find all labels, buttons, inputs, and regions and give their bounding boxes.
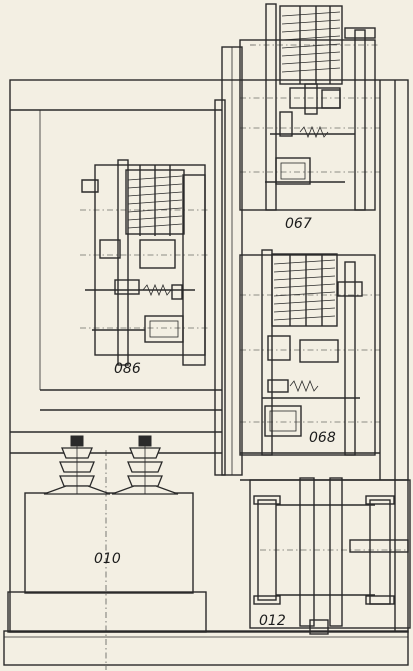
label-unit-068: 068 <box>309 430 336 446</box>
relay-unit-068 <box>239 249 380 456</box>
relay-unit-067 <box>239 3 380 211</box>
base-plate <box>3 630 409 666</box>
contactor-unit-012 <box>249 477 411 635</box>
transformer-unit-010 <box>7 435 207 670</box>
label-unit-086: 086 <box>114 361 141 377</box>
insulator-left <box>43 435 111 495</box>
mounting-bar <box>214 46 243 476</box>
cabinet-frame <box>9 79 409 633</box>
insulator-right <box>111 435 179 495</box>
label-unit-012: 012 <box>259 613 286 629</box>
label-unit-010: 010 <box>94 551 121 567</box>
relay-unit-086 <box>80 159 210 366</box>
label-unit-067: 067 <box>285 216 312 232</box>
